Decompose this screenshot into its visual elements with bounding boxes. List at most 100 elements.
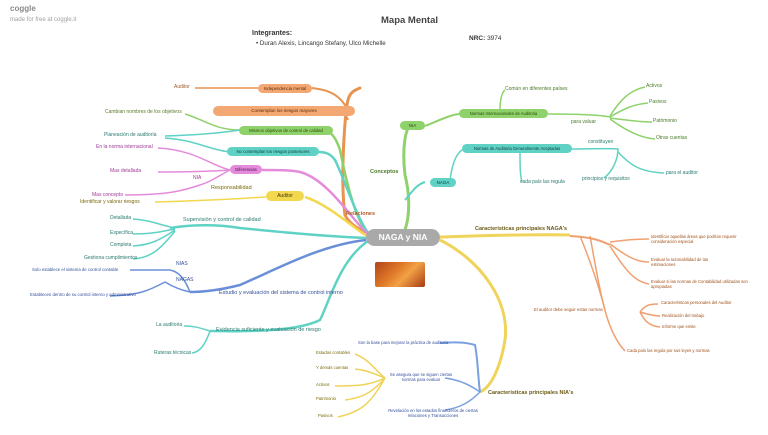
nrc-value: 3974 bbox=[487, 35, 502, 42]
branch-diferencias bbox=[261, 168, 373, 239]
branch-label-estudio[interactable]: Estudio y evaluación del sistema de cont… bbox=[219, 290, 343, 296]
brand-logo[interactable]: coggle bbox=[10, 4, 36, 13]
branch-supervision bbox=[169, 224, 367, 240]
branch-constituyen bbox=[569, 147, 619, 179]
node-ev-ruteras[interactable]: Ruteras técnicas bbox=[154, 350, 192, 356]
node-nia-item-estados[interactable]: Estados contables bbox=[316, 350, 351, 355]
nrc-line: NRC: 3974 bbox=[469, 35, 502, 43]
node-nia-item-activos[interactable]: Activos bbox=[316, 382, 330, 387]
node-nia-small[interactable]: NIA bbox=[193, 175, 202, 181]
node-nia-item-pasivos[interactable]: Pasivos bbox=[318, 413, 333, 418]
node-identificar[interactable]: Identificar y valorar riesgos bbox=[80, 199, 140, 205]
branch-cada-pais bbox=[519, 151, 523, 183]
node-auditor[interactable]: Auditor bbox=[266, 191, 304, 201]
node-naga-desc[interactable]: Normas de Auditoria Generalmente Aceptad… bbox=[462, 144, 572, 153]
node-cambian[interactable]: Cambian nombres de los objetivos bbox=[105, 109, 182, 115]
branch-naga-chars bbox=[439, 233, 571, 239]
node-caracteristicas[interactable]: Características personales del Auditor bbox=[661, 300, 732, 305]
node-constituyen[interactable]: constituyen bbox=[588, 139, 614, 145]
branch-estudio-nagas-text bbox=[109, 281, 166, 297]
branch-para-valuar bbox=[547, 113, 611, 118]
node-nia-desc[interactable]: Normas Internacionales de Auditoria bbox=[459, 109, 548, 118]
branch-nia-small bbox=[124, 169, 231, 196]
node-cada-pais-leyes[interactable]: Cada país las regula por sus leyes y nor… bbox=[627, 348, 710, 353]
node-auditor-debe[interactable]: El auditor debe seguir estas normas bbox=[534, 307, 603, 312]
node-contemplan-riesgos[interactable]: Contemplan los riesgos mayores bbox=[213, 106, 355, 116]
central-node[interactable]: NAGA y NIA bbox=[366, 229, 440, 246]
node-planeacion[interactable]: Planeación de auditoría bbox=[104, 132, 157, 138]
branch-nia-item-4 bbox=[344, 377, 386, 401]
branch-label-naga-chars[interactable]: Características principales NAGA's bbox=[475, 226, 568, 232]
node-evaluar-razonabilidad[interactable]: Evaluar la razonabilidad de las estimaci… bbox=[651, 257, 709, 268]
node-se-asegura[interactable]: Se asegura que se siguen ciertas normas … bbox=[389, 372, 453, 383]
node-naga[interactable]: NAGA bbox=[430, 178, 456, 187]
node-norma-internacional[interactable]: En la norma internacional bbox=[96, 144, 153, 150]
brand-tagline: made for free at coggle.it bbox=[10, 17, 77, 23]
node-evaluar-normas[interactable]: Evaluar si las normas de Contabilidad ut… bbox=[651, 279, 748, 290]
node-mas-concepto[interactable]: Mas concepto bbox=[92, 192, 124, 198]
central-image bbox=[375, 262, 425, 287]
node-cada-pais[interactable]: cada país las regula bbox=[520, 179, 565, 185]
node-sup-gestiona[interactable]: Gestiona cumplimientos bbox=[84, 255, 138, 261]
node-nias-text[interactable]: Solo establece el sistema de control con… bbox=[32, 267, 119, 272]
node-mas-detallada[interactable]: Mas detallada bbox=[110, 168, 142, 174]
node-sup-especifica[interactable]: Específica bbox=[110, 230, 134, 236]
node-nagas-text[interactable]: Establecen dentro de su control interno … bbox=[30, 292, 136, 297]
node-para-valuar[interactable]: para valuar bbox=[571, 119, 597, 125]
branch-sup-completa bbox=[132, 229, 176, 247]
branch-label-relaciones[interactable]: Relaciones bbox=[346, 211, 376, 217]
node-para-auditor[interactable]: para el auditor bbox=[666, 170, 698, 176]
node-sup-detallada[interactable]: Detallada bbox=[110, 215, 132, 221]
node-nia-item-patrimonio[interactable]: Patrimonio bbox=[316, 396, 337, 401]
node-independencia[interactable]: Independencia mental bbox=[258, 84, 312, 93]
branch-nia-items bbox=[354, 353, 386, 379]
node-val-otras[interactable]: Otras cuentas bbox=[656, 135, 688, 141]
node-realizacion[interactable]: Realización del trabajo bbox=[662, 313, 705, 318]
branch-comun bbox=[499, 89, 506, 111]
branch-cambian bbox=[184, 113, 241, 131]
branch-ev-auditoria bbox=[183, 325, 211, 332]
branch-label-supervision[interactable]: Supervisión y control de calidad bbox=[183, 217, 261, 223]
node-nia-item-demas[interactable]: Y demás cuentas bbox=[316, 365, 349, 370]
node-ev-auditoria[interactable]: La auditoria bbox=[156, 322, 183, 328]
branch-nia-item-5 bbox=[337, 377, 386, 418]
node-val-pasivos[interactable]: Pasivos bbox=[649, 99, 667, 105]
node-val-patrimonio[interactable]: Patrimonio bbox=[653, 118, 677, 124]
branch-val-otras bbox=[609, 118, 656, 140]
node-comun[interactable]: Común en diferentes países bbox=[505, 86, 568, 92]
node-diferencias[interactable]: Diferencias bbox=[230, 165, 262, 174]
node-nagas[interactable]: NAGAS bbox=[176, 277, 194, 283]
branch-evaluar-raz bbox=[609, 243, 650, 263]
branch-label-evidencia[interactable]: Evidencia suficiente y evaluación de rie… bbox=[216, 327, 321, 333]
node-informe[interactable]: Informe que emite bbox=[662, 324, 696, 329]
branch-label-conceptos[interactable]: Conceptos bbox=[370, 169, 399, 175]
node-auditor-top[interactable]: Auditor bbox=[174, 84, 190, 90]
node-nias[interactable]: NIAS bbox=[176, 261, 188, 267]
branch-val-patrimonio bbox=[609, 117, 653, 123]
branch-estudio bbox=[189, 238, 367, 294]
node-no-contemplan[interactable]: No contemplan los riesgos posteriores bbox=[227, 147, 319, 156]
node-principios[interactable]: principios y requisitos bbox=[582, 176, 630, 182]
branch-nia-item-3 bbox=[334, 377, 386, 387]
node-responsabilidad[interactable]: Responsabilidad bbox=[211, 185, 252, 191]
branch-nia-chars bbox=[439, 238, 508, 394]
branch-label-nia-chars[interactable]: Características principales NIA's bbox=[488, 390, 574, 396]
branch-cada-pais-leyes bbox=[589, 235, 626, 352]
branch-nia-desc bbox=[424, 113, 460, 127]
branch-estudio-nias bbox=[130, 269, 191, 293]
node-son-base[interactable]: Son la base para mejorar la práctica de … bbox=[358, 340, 449, 345]
node-revelacion[interactable]: Revelación en los estados financieros de… bbox=[388, 408, 478, 419]
branch-para-auditor bbox=[617, 151, 665, 174]
node-identificar-areas[interactable]: Identificar aquellas áreas que podrían r… bbox=[651, 234, 737, 245]
branch-planeacion-link bbox=[164, 137, 231, 153]
branch-caracteristicas bbox=[639, 303, 659, 313]
branch-nia-revelacion bbox=[444, 391, 481, 411]
node-mismos-objetivos[interactable]: Mismos objetivos de control de calidad bbox=[239, 126, 333, 135]
branch-val-activos bbox=[609, 86, 646, 117]
branch-nia-se-asegura bbox=[444, 377, 481, 393]
branch-planeacion bbox=[164, 129, 241, 137]
node-sup-completa[interactable]: Completa bbox=[110, 242, 132, 248]
node-val-activos[interactable]: Activos bbox=[646, 83, 663, 89]
node-nia[interactable]: NIA bbox=[400, 121, 425, 130]
